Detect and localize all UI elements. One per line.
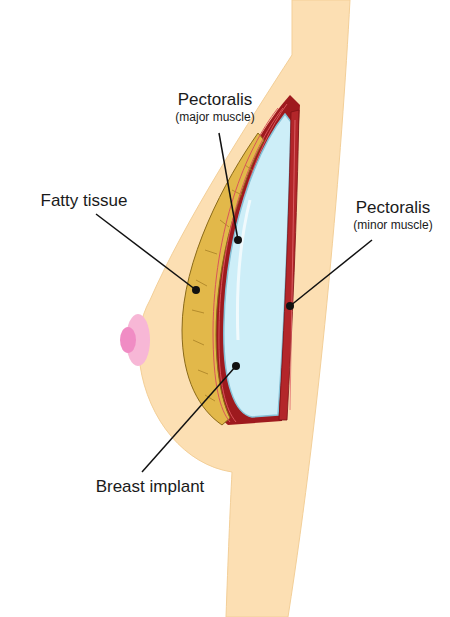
leader-line [142, 366, 236, 472]
leader-dot [286, 302, 294, 310]
minor-fibres [290, 120, 295, 410]
nipple [120, 327, 136, 353]
leader-line [96, 214, 196, 290]
part-label: Pectoralis [178, 90, 253, 110]
leader-lines [96, 133, 372, 472]
leader-line [290, 240, 372, 306]
implant-highlight [238, 200, 251, 340]
breast-implant [224, 114, 291, 417]
pectoralis-minor [279, 110, 299, 420]
part-label: Pectoralis [356, 198, 431, 218]
leader-dot [192, 286, 200, 294]
leader-dots [192, 236, 294, 370]
part-label: Breast implant [96, 477, 205, 497]
fibre [290, 120, 295, 410]
label-subtitle: (minor muscle) [353, 219, 432, 233]
body-skin [138, 0, 350, 617]
part-label: Fatty tissue [41, 191, 128, 211]
leader-dot [234, 236, 242, 244]
label-subtitle: (major muscle) [175, 111, 254, 125]
leader-line [219, 133, 238, 240]
leader-dot [232, 362, 240, 370]
